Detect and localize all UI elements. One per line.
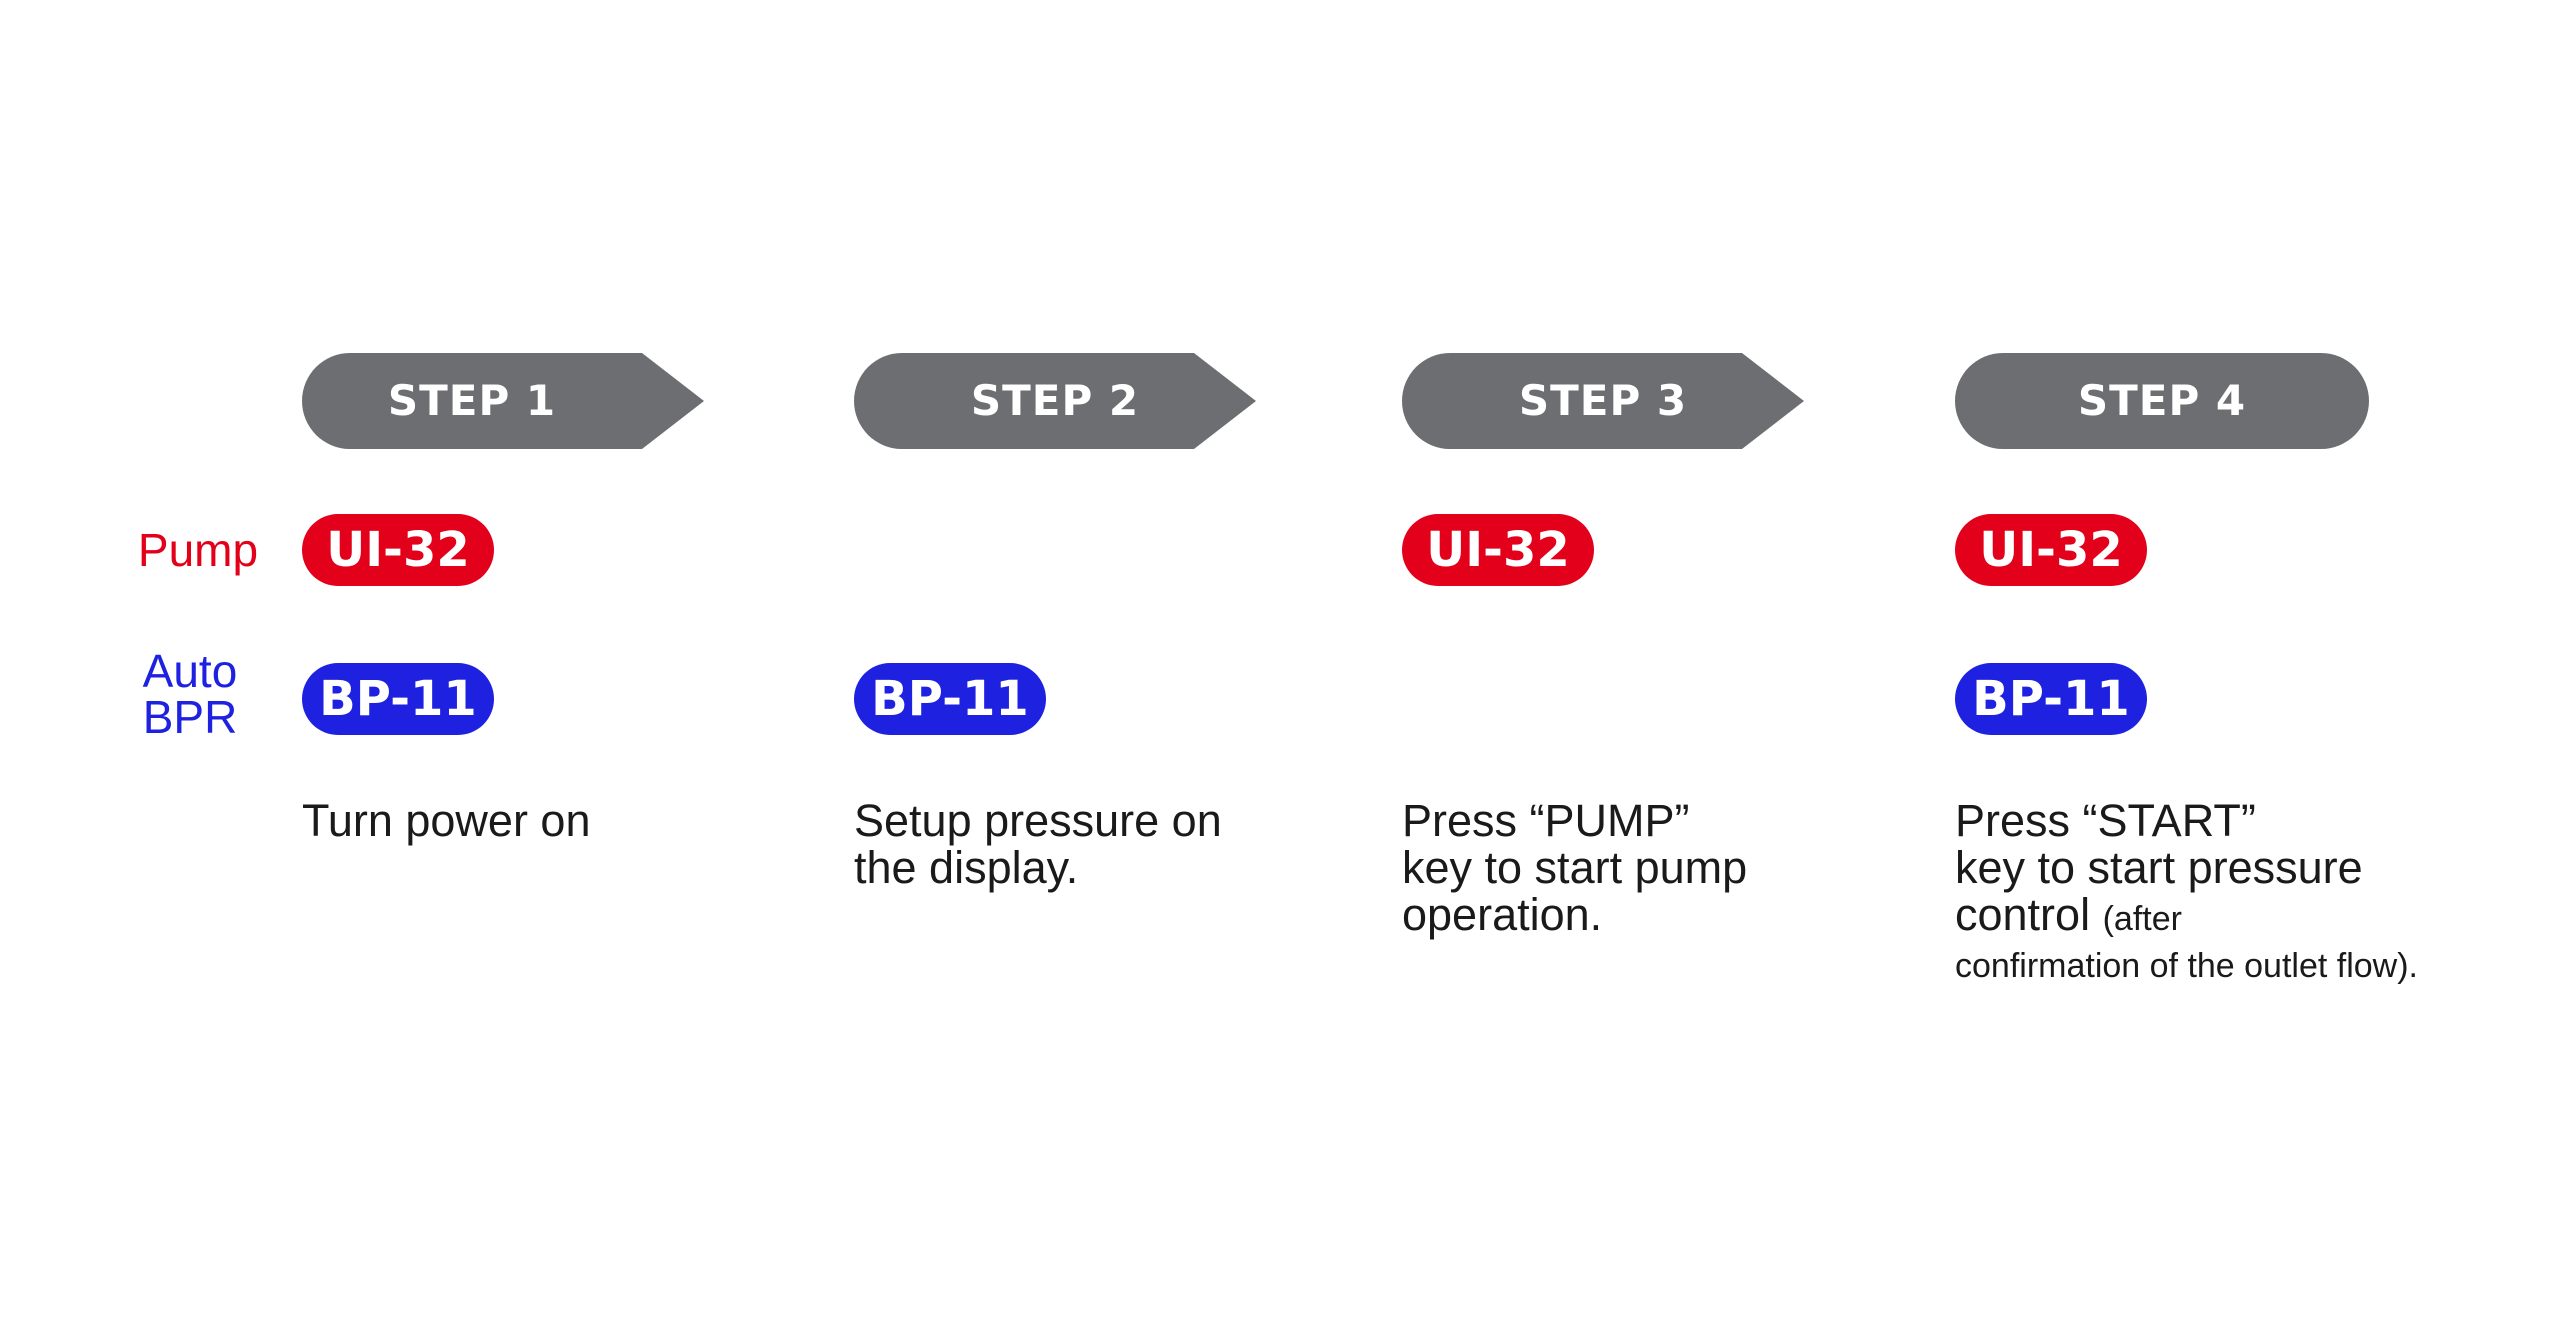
step-4-description-line-2: key to start pressure — [1955, 842, 2363, 893]
step-3-description-line-2: key to start pump — [1402, 842, 1748, 893]
step-2-description-line-1: Setup pressure on — [854, 795, 1222, 846]
step-4-description-control: control — [1955, 889, 2091, 940]
pump-row-label: Pump — [137, 524, 259, 576]
step-2-description-line-2: the display. — [854, 842, 1079, 893]
step-3-description-line-1: Press “PUMP” — [1402, 795, 1690, 846]
step-1-pump-badge: UI-32 — [302, 514, 494, 586]
step-1-bpr-badge: BP-11 — [302, 663, 494, 735]
step-4-description: Press “START” key to start pressure cont… — [1955, 797, 2418, 990]
step-1-header: STEP 1 — [302, 353, 704, 449]
step-3-label: STEP 3 — [1518, 376, 1688, 425]
step-3-description: Press “PUMP” key to start pump operation… — [1402, 797, 1747, 938]
auto-bpr-label-line2: BPR — [142, 691, 238, 743]
step-2-header: STEP 2 — [854, 353, 1256, 449]
step-2-label: STEP 2 — [970, 376, 1140, 425]
step-2-arrow-shape — [854, 353, 1256, 449]
step-1-label: STEP 1 — [387, 376, 557, 425]
step-4-bpr-badge: BP-11 — [1955, 663, 2147, 735]
step-4-description-line-1: Press “START” — [1955, 795, 2256, 846]
step-4-pump-badge: UI-32 — [1955, 514, 2147, 586]
step-4-pill-shape — [1955, 353, 2369, 449]
step-4-label: STEP 4 — [2077, 376, 2247, 425]
step-3-description-line-3: operation. — [1402, 889, 1603, 940]
step-1-arrow-shape — [302, 353, 704, 449]
step-3-pump-badge: UI-32 — [1402, 514, 1594, 586]
step-4-description-line-3: control (after — [1955, 891, 2418, 943]
step-4-description-after: (after — [2102, 900, 2182, 938]
step-4-header: STEP 4 — [1955, 353, 2369, 449]
auto-bpr-label-line1: Auto — [142, 645, 238, 697]
step-2-description: Setup pressure on the display. — [854, 797, 1222, 891]
step-1-description-line: Turn power on — [302, 795, 591, 846]
step-3-arrow-shape — [1402, 353, 1804, 449]
step-2-bpr-badge: BP-11 — [854, 663, 1046, 735]
step-1-description: Turn power on — [302, 797, 590, 844]
step-4-description-small-line: confirmation of the outlet flow). — [1955, 947, 2419, 985]
step-3-header: STEP 3 — [1402, 353, 1804, 449]
auto-bpr-row-label: Auto BPR — [120, 648, 260, 740]
